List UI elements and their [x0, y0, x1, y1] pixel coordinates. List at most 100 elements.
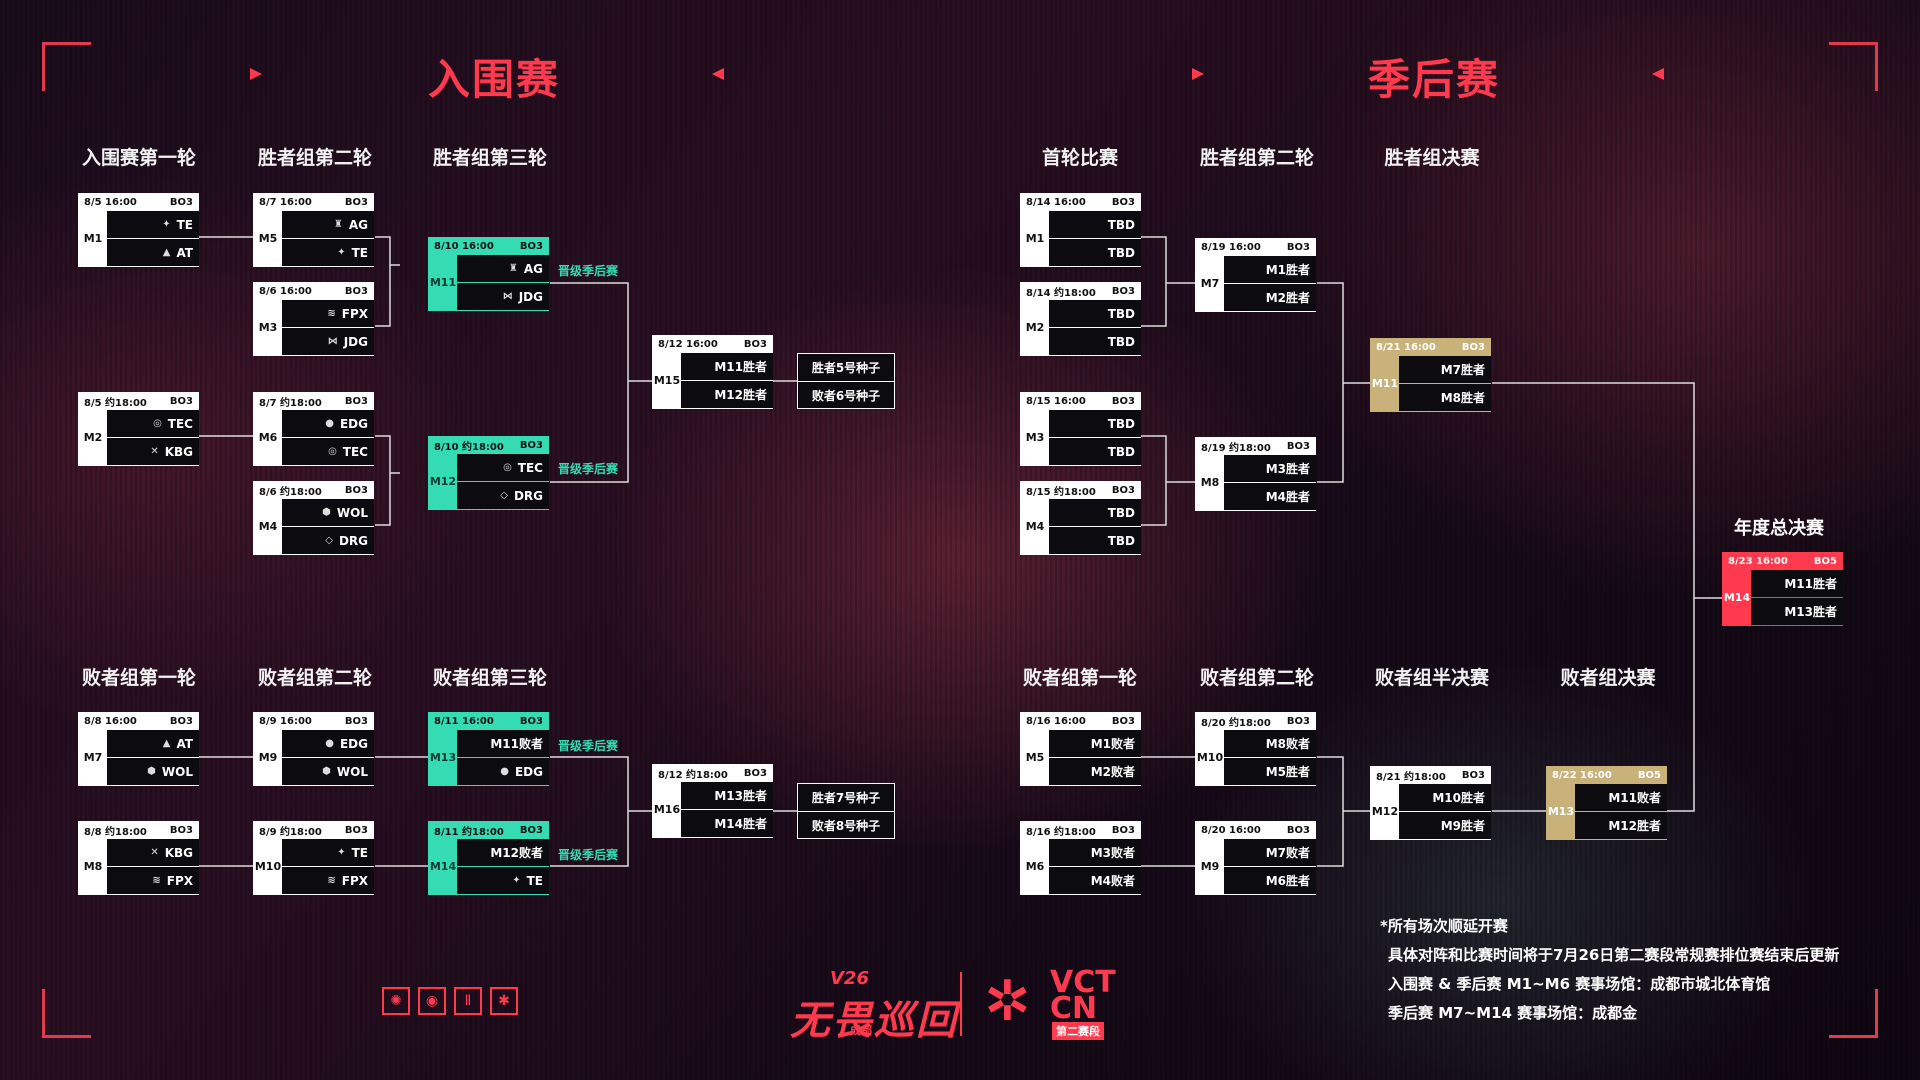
- match-id: M12: [429, 475, 457, 488]
- match-id: M8: [83, 860, 103, 873]
- team-logo-icon: ✦: [512, 875, 521, 886]
- round-header: 首轮比赛: [1041, 147, 1118, 169]
- team-slot: ⬢WOL: [107, 758, 199, 785]
- round-header: 败者组半决赛: [1374, 667, 1489, 689]
- team-name: AG: [348, 217, 368, 232]
- match-format: BO3: [344, 395, 368, 407]
- team-name: M6胜者: [1265, 874, 1310, 888]
- match-id: M1: [83, 232, 103, 245]
- team-name: TBD: [1107, 334, 1135, 349]
- team-name: WOL: [336, 505, 368, 520]
- team-logo-icon: ●: [325, 738, 334, 749]
- match-id: M14: [1723, 591, 1751, 604]
- team-slot: M13胜者: [1751, 598, 1843, 625]
- team-slot: M9胜者: [1399, 812, 1491, 839]
- match-format: BO3: [1111, 285, 1135, 297]
- round-header: 入围赛第一轮: [81, 147, 196, 169]
- team-slot: M7胜者: [1399, 356, 1491, 383]
- team-name: KBG: [164, 845, 193, 860]
- match-id: M2: [83, 431, 103, 444]
- match-time: 8/11 约18:00: [434, 826, 504, 838]
- corner-top-right: [1829, 42, 1878, 91]
- match-time: 8/7 约18:00: [259, 397, 322, 409]
- team-name: TE: [176, 217, 193, 232]
- corner-bottom-left: [42, 989, 91, 1038]
- match-id: M13: [1547, 805, 1575, 818]
- match-time: 8/10 16:00: [434, 240, 494, 252]
- round-header: 败者组第二轮: [257, 667, 372, 689]
- team-name: M3败者: [1090, 846, 1135, 860]
- team-slot: TBD: [1049, 211, 1141, 238]
- team-name: AT: [176, 736, 193, 751]
- stage-badge: 第二赛段: [1052, 1022, 1104, 1040]
- match-format: BO3: [169, 824, 193, 836]
- match-format: BO3: [519, 824, 543, 836]
- match-id: M11: [1371, 377, 1399, 390]
- team-name: M4败者: [1090, 874, 1135, 888]
- team-slot: M3胜者: [1224, 455, 1316, 482]
- team-logo-icon: ●: [500, 766, 509, 777]
- team-name: FPX: [166, 873, 193, 888]
- team-logo-icon: ♜: [508, 263, 518, 274]
- note-line: 入围赛 & 季后赛 M1~M6 赛事场馆：成都市城北体育馆: [1388, 975, 1771, 993]
- match-time: 8/8 16:00: [84, 715, 137, 727]
- team-name: M2败者: [1090, 765, 1135, 779]
- team-slot: M2胜者: [1224, 284, 1316, 311]
- team-logo-icon: ◎: [503, 462, 512, 473]
- team-slot: M11败者: [1575, 784, 1667, 811]
- team-logo-icon: ▲: [162, 738, 171, 749]
- match-id: M9: [1200, 860, 1220, 873]
- team-slot: ♜AG: [282, 211, 374, 238]
- seed-label: 胜者7号种子: [798, 784, 894, 812]
- vct-star-icon: ✲: [984, 969, 1031, 1034]
- match-format: BO3: [344, 824, 368, 836]
- team-slot: ▲ AT: [107, 730, 199, 757]
- team-slot: TBD: [1049, 300, 1141, 327]
- seed-box: 胜者7号种子 败者8号种子: [797, 783, 895, 839]
- team-name: M3胜者: [1265, 462, 1310, 476]
- advance-label: 晋级季后赛: [558, 264, 619, 278]
- team-name: JDG: [518, 289, 543, 304]
- team-name: TBD: [1107, 245, 1135, 260]
- team-slot: ≋FPX: [282, 867, 374, 894]
- team-slot: ≋FPX: [282, 300, 374, 327]
- team-name: TBD: [1107, 306, 1135, 321]
- arrow-right-icon: [250, 68, 262, 80]
- team-slot: M11胜者: [1751, 570, 1843, 597]
- team-name: M13胜者: [714, 789, 767, 803]
- team-name: M11胜者: [714, 360, 767, 374]
- round-header: 败者组决赛: [1560, 667, 1656, 689]
- team-slot: TBD: [1049, 527, 1141, 554]
- advance-label: 晋级季后赛: [558, 848, 619, 862]
